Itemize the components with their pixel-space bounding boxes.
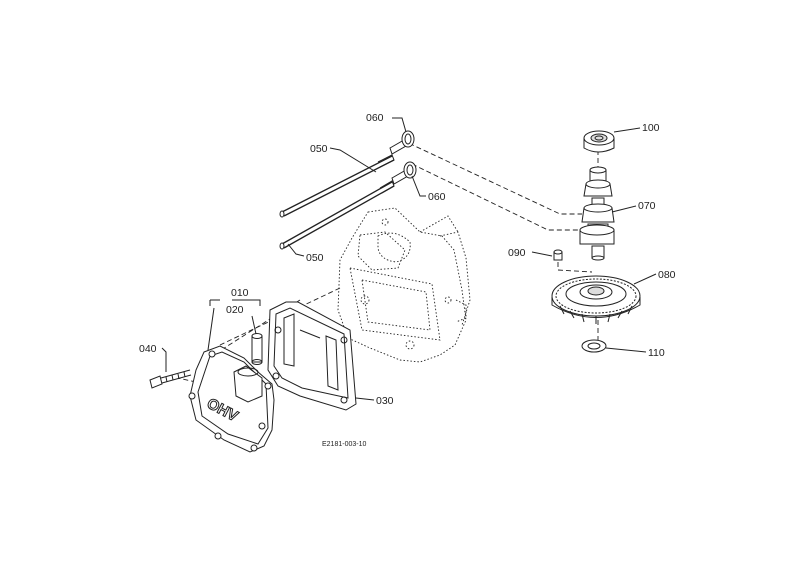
dowel-pin: [553, 249, 593, 273]
push-rod-lower: [279, 180, 395, 250]
label-080: 080: [658, 269, 676, 281]
bushing-020: [251, 333, 263, 365]
part-labels: 060 050 060 050 100 070 090 080 110 010 …: [139, 112, 676, 448]
tappet-upper: [389, 130, 415, 155]
push-rod-upper: [279, 154, 395, 218]
label-050-upper: 050: [310, 143, 328, 155]
label-050-lower: 050: [306, 252, 324, 264]
cam-gear: [551, 275, 641, 324]
label-020: 020: [226, 304, 244, 316]
crankcase-outline: [337, 207, 471, 363]
drawing-code: E2181-003-10: [322, 441, 366, 448]
gear-case-cover: OHV: [188, 345, 275, 453]
label-060-lower: 060: [428, 191, 446, 203]
label-100: 100: [642, 122, 660, 134]
tappet-lower: [391, 161, 417, 185]
leader-lines: [161, 117, 657, 401]
label-070: 070: [638, 200, 656, 212]
cover-gasket: [267, 301, 357, 411]
cover-bolt: [149, 369, 192, 389]
label-030: 030: [376, 395, 394, 407]
label-060-upper: 060: [366, 112, 384, 124]
label-010: 010: [231, 287, 249, 299]
assembly-lines: [177, 139, 599, 383]
ball-bearing: [583, 130, 615, 153]
label-090: 090: [508, 247, 526, 259]
label-110: 110: [648, 347, 665, 359]
camshaft: [579, 166, 615, 261]
label-040: 040: [139, 343, 157, 355]
thrust-washer: [581, 339, 607, 353]
